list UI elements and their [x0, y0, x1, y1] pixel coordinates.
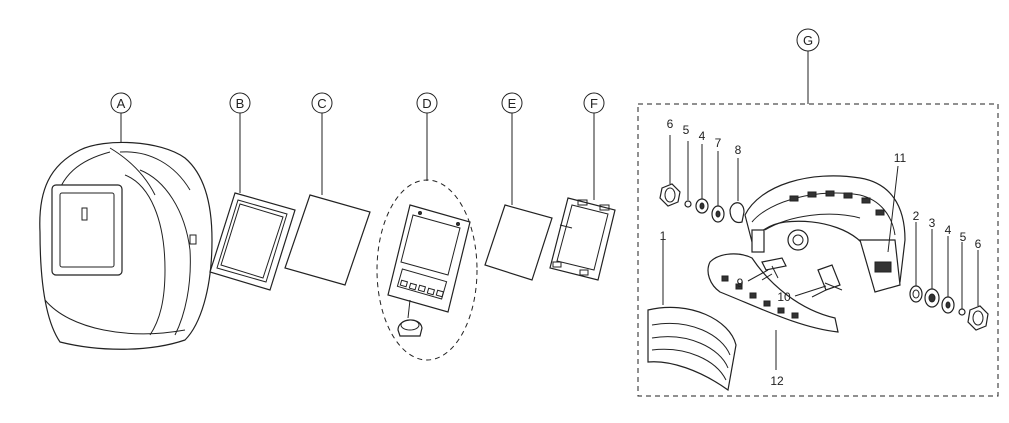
pivot-bolt [761, 257, 787, 281]
part-number-8: 8 [735, 143, 742, 157]
spacer-left [711, 151, 725, 223]
washer-left [695, 144, 709, 214]
callout-a-label: A [117, 96, 126, 111]
ring-right [909, 222, 923, 303]
sweatband [647, 240, 737, 392]
knob-right [967, 250, 989, 331]
helmet-shell [39, 141, 213, 350]
outer-lens-frame [209, 192, 296, 291]
washer-small-left [684, 141, 692, 208]
part-number-6-right: 6 [975, 237, 982, 251]
ratchet-clip [729, 158, 745, 224]
part-number-5-left: 5 [683, 123, 690, 137]
callout-d: D [416, 92, 438, 181]
part-number-5-right: 5 [960, 230, 967, 244]
right-knob-stack [909, 222, 989, 331]
headband-slots [789, 190, 885, 216]
headgear-headband [744, 175, 906, 293]
part-number-6-left: 6 [667, 117, 674, 131]
callout-a: A [110, 92, 132, 148]
auto-darkening-filter [387, 204, 471, 319]
inner-cover-lens [484, 204, 553, 281]
front-band-slots [721, 275, 799, 319]
callout-e: E [501, 92, 523, 205]
callout-f-label: F [590, 96, 598, 111]
callout-g-label: G [803, 33, 813, 48]
washer-right [941, 236, 955, 314]
filter-button-row [399, 279, 445, 298]
filter-group-outline [376, 179, 478, 361]
callout-b: B [229, 92, 251, 193]
part-number-2: 2 [913, 209, 920, 223]
filter-knob [397, 319, 423, 337]
part-number-4-right: 4 [945, 223, 952, 237]
knob-left [659, 135, 681, 207]
callout-f: F [583, 92, 605, 200]
part-number-10: 10 [777, 290, 791, 304]
callout-c: C [311, 92, 333, 195]
adjustment-bracket [811, 264, 843, 298]
part-number-9: 9 [737, 276, 744, 290]
callout-c-label: C [317, 96, 326, 111]
callout-b-label: B [236, 96, 245, 111]
ratchet-gear-right [924, 229, 940, 308]
washer-small-right [958, 242, 966, 316]
part-number-3: 3 [929, 216, 936, 230]
part-number-7: 7 [715, 136, 722, 150]
part-number-4-left: 4 [699, 129, 706, 143]
part-number-1: 1 [660, 229, 667, 243]
part-number-12: 12 [770, 374, 784, 388]
part-number-11: 11 [894, 151, 907, 165]
lens-holder [549, 197, 616, 281]
headgear-front-band [707, 253, 839, 370]
callout-e-label: E [508, 96, 517, 111]
callout-d-label: D [422, 96, 431, 111]
outer-cover-lens [284, 194, 371, 286]
callout-g: G [796, 28, 820, 104]
left-knob-stack [659, 135, 745, 224]
headgear-group-box [637, 103, 999, 397]
